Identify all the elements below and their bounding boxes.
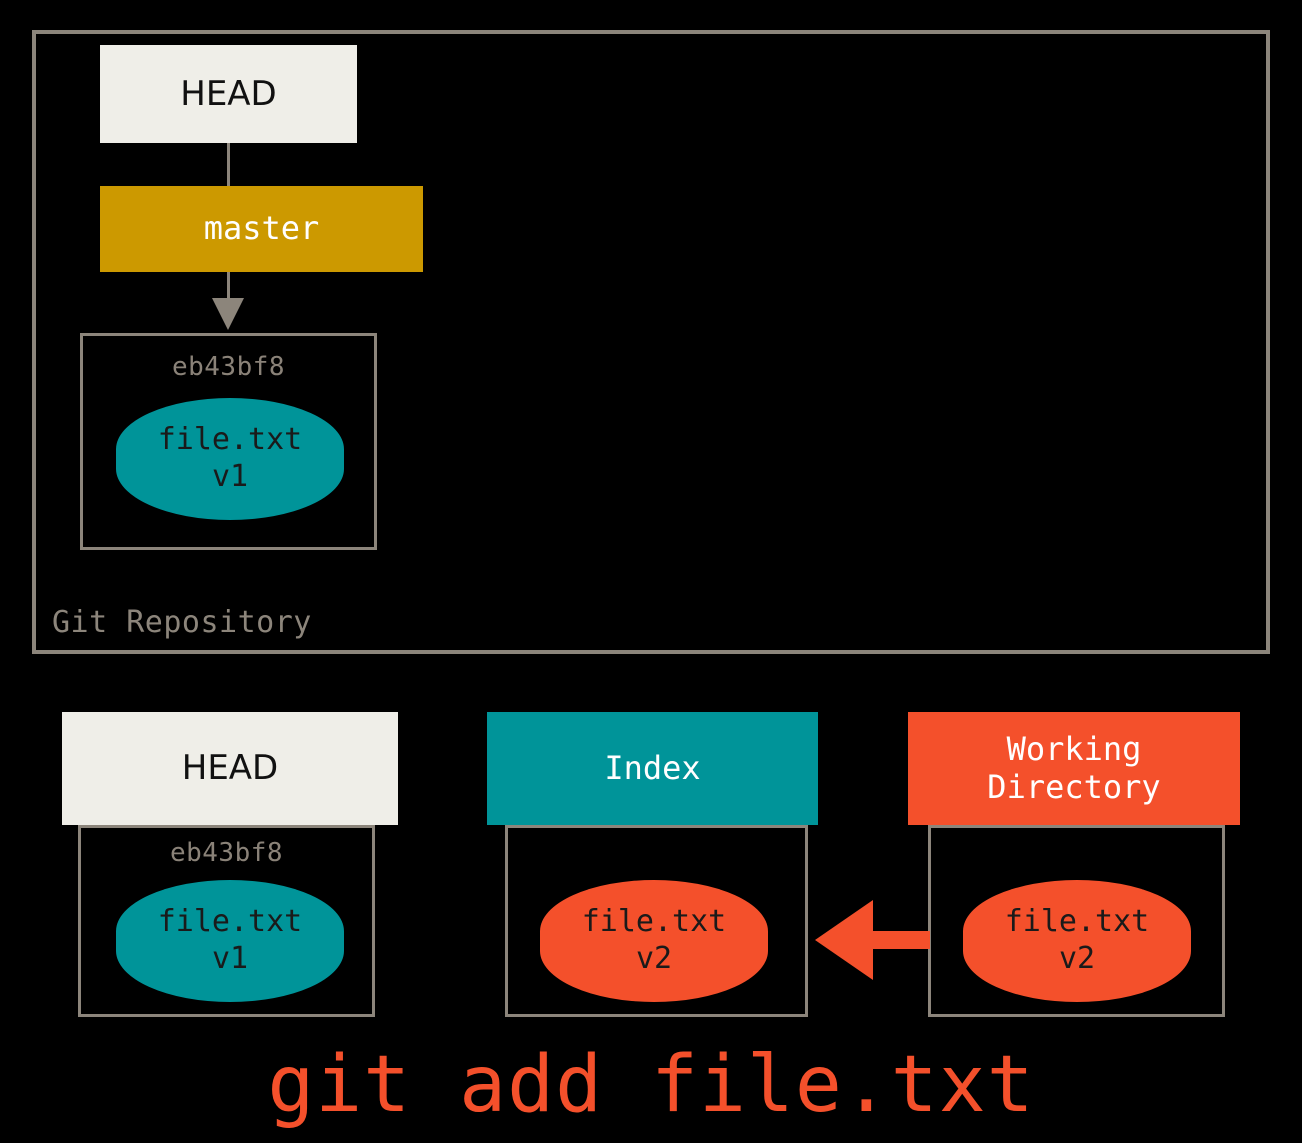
working-directory-label: Working Directory: [987, 729, 1161, 806]
head-area-box[interactable]: HEAD: [62, 712, 398, 825]
repo-commit-blob-filename: file.txt: [157, 422, 303, 458]
branch-master-label: master: [203, 209, 320, 248]
index-area-blob-filename: file.txt: [581, 904, 727, 940]
head-area-blob-filename: file.txt: [157, 904, 303, 940]
repo-commit-sha: eb43bf8: [171, 352, 286, 382]
arrow-down-icon: [212, 298, 244, 330]
connector-head-to-master: [227, 143, 230, 186]
head-area-blob-version: v1: [211, 941, 249, 976]
index-area-blob-version: v2: [635, 941, 673, 976]
working-directory-blob-version: v2: [1058, 941, 1096, 976]
head-area-sha: eb43bf8: [169, 838, 284, 868]
repo-head-box[interactable]: HEAD: [100, 45, 357, 143]
working-directory-box[interactable]: Working Directory: [908, 712, 1240, 825]
index-area-label: Index: [604, 748, 701, 787]
working-directory-blob-filename: file.txt: [1004, 904, 1150, 940]
git-repository-label: Git Repository: [52, 605, 312, 640]
command-caption: git add file.txt: [267, 1040, 1035, 1130]
connector-master-to-commit-line: [227, 272, 230, 302]
repo-head-label: HEAD: [180, 73, 277, 114]
working-directory-blob[interactable]: file.txt v2: [963, 880, 1191, 1002]
head-area-label: HEAD: [181, 748, 279, 789]
head-area-blob[interactable]: file.txt v1: [116, 880, 344, 1002]
arrow-left-icon: [815, 900, 930, 980]
repo-commit-blob-version: v1: [211, 459, 249, 494]
repo-commit-blob[interactable]: file.txt v1: [116, 398, 344, 520]
index-area-blob[interactable]: file.txt v2: [540, 880, 768, 1002]
branch-master-box[interactable]: master: [100, 186, 423, 272]
index-area-box[interactable]: Index: [487, 712, 818, 825]
